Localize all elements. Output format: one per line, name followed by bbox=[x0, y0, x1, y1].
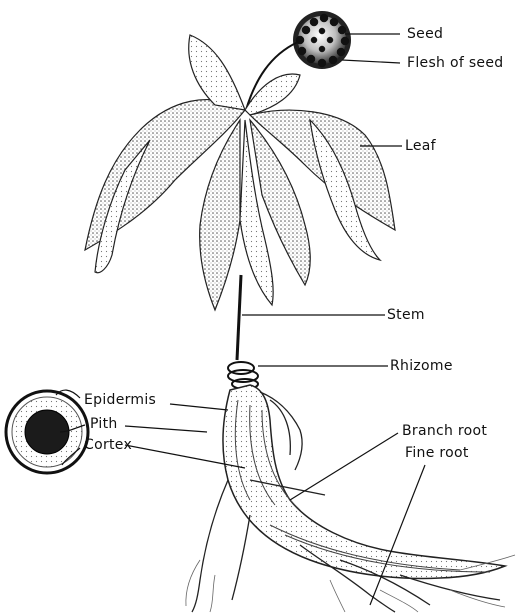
leader-epidermis bbox=[170, 404, 228, 410]
label-cortex: Cortex bbox=[84, 437, 132, 453]
leader-branch-root bbox=[290, 433, 398, 500]
label-flesh-of-seed: Flesh of seed bbox=[407, 55, 503, 71]
main-root bbox=[223, 385, 505, 578]
leader-fine-root bbox=[370, 465, 425, 605]
leader-flesh-of-seed bbox=[342, 60, 400, 63]
label-pith: Pith bbox=[90, 416, 118, 432]
leaf-cluster bbox=[85, 35, 395, 310]
root-cross-section bbox=[6, 391, 88, 473]
label-rhizome: Rhizome bbox=[390, 358, 453, 374]
label-leaf: Leaf bbox=[405, 138, 436, 154]
label-stem: Stem bbox=[387, 307, 425, 323]
label-seed: Seed bbox=[407, 26, 443, 42]
leader-pith bbox=[125, 426, 207, 432]
label-branch-root: Branch root bbox=[402, 423, 487, 439]
label-epidermis: Epidermis bbox=[84, 392, 156, 408]
label-fine-root: Fine root bbox=[405, 445, 469, 461]
rhizome bbox=[228, 362, 258, 389]
stem bbox=[237, 275, 241, 360]
